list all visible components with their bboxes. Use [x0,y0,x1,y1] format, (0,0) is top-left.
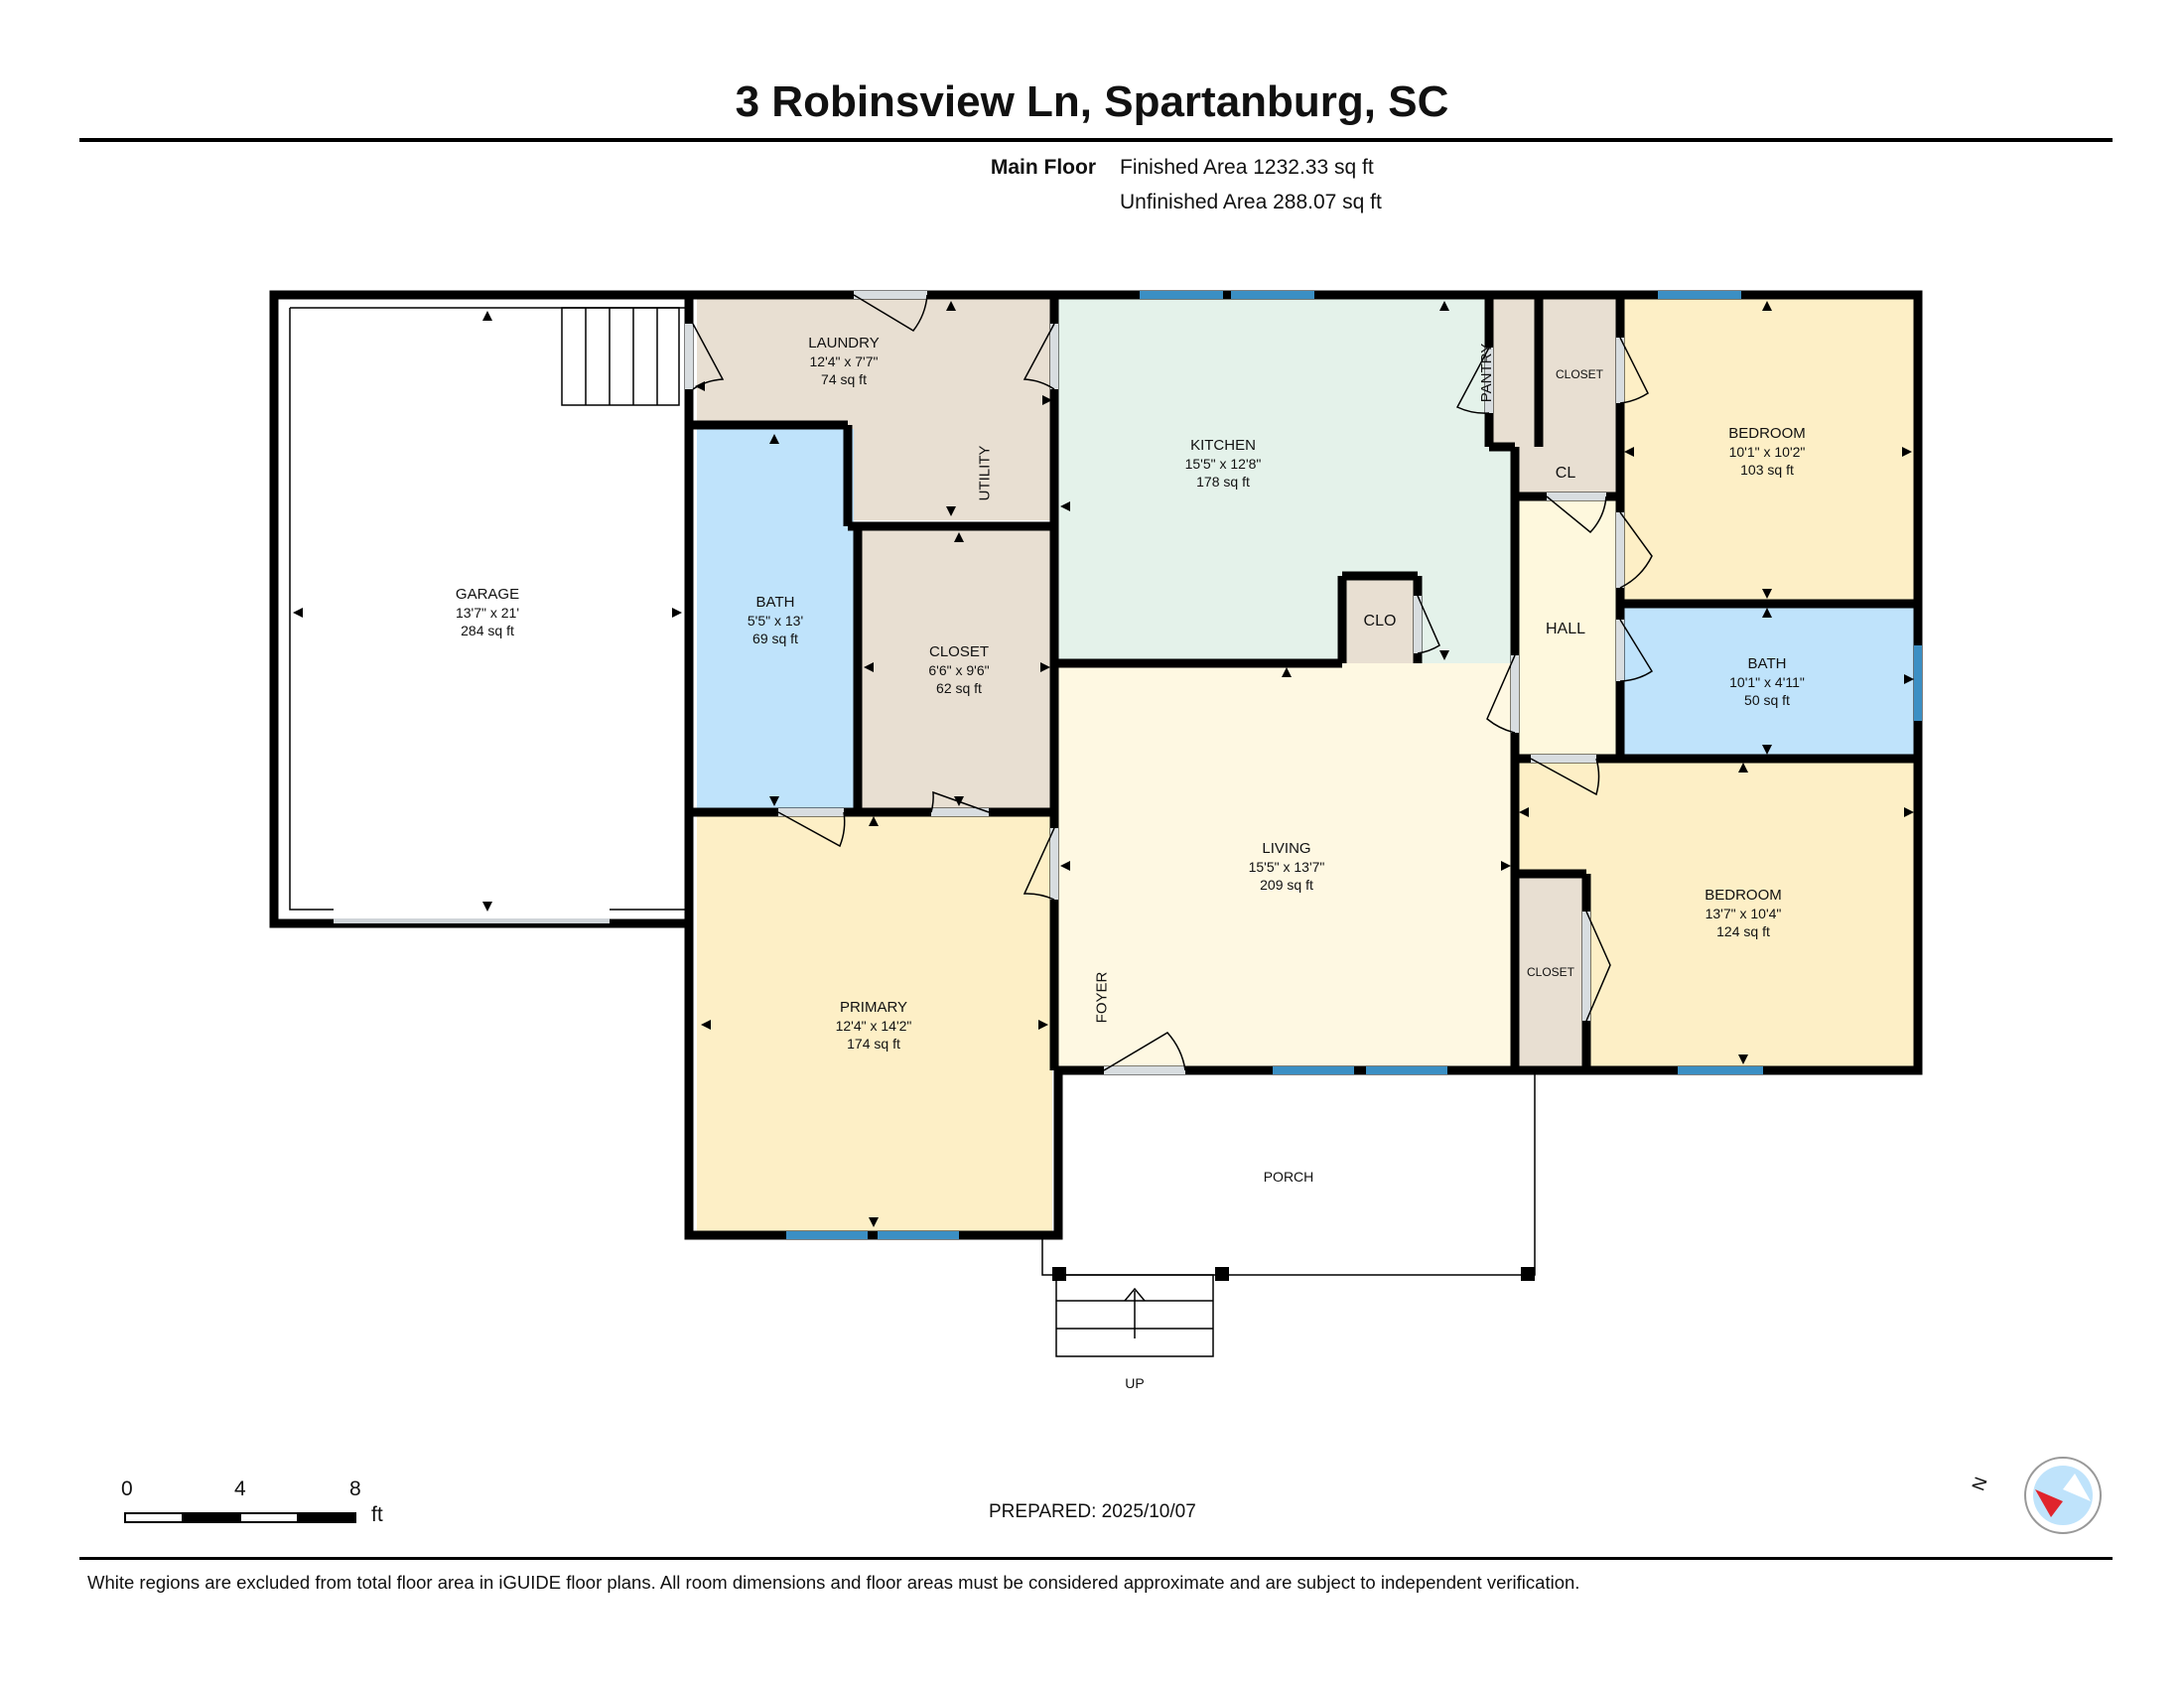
laundry-ext-fill [697,298,846,421]
porch-post [1052,1267,1066,1281]
scale-unit: ft [371,1503,383,1526]
window [1140,291,1223,299]
hall-fill [1515,496,1620,759]
page-title: 3 Robinsview Ln, Spartanburg, SC [735,77,1449,126]
floor-name: Main Floor [990,156,1096,179]
window [1658,291,1741,299]
room-clo: CLO [1363,613,1397,630]
room-utility: UTILITY [976,445,994,501]
unfinished-area: Unfinished Area 288.07 sq ft [1120,191,1382,213]
closet-mid-fill [862,526,1052,808]
bedroom-top-fill [1620,298,1918,604]
room-pantry: PANTRY [1477,343,1495,403]
window [1366,1066,1447,1074]
bath-left-fill [697,429,854,808]
kitchen-fill [1058,298,1515,663]
room-closet-top: CLOSET [1555,367,1604,381]
prepared-date: PREPARED: 2025/10/07 [989,1501,1196,1522]
window [1678,1066,1763,1074]
disclaimer: White regions are excluded from total fl… [87,1572,1580,1593]
header-divider [79,138,2113,142]
footer-divider [79,1557,2113,1560]
garage-door [334,918,610,923]
porch-post [1521,1267,1535,1281]
primary-fill [697,812,1052,1231]
clo-fill [1342,576,1418,663]
cl-fill [1515,447,1620,496]
closet-top-fill [1539,298,1620,447]
pantry-fill [1489,298,1539,447]
window [1914,645,1922,721]
closet-bottom-fill [1515,874,1586,1070]
room-foyer: FOYER [1093,971,1111,1024]
garage-stairs [561,307,680,406]
bath-right-fill [1620,604,1918,759]
porch-post [1215,1267,1229,1281]
finished-area: Finished Area 1232.33 sq ft [1120,156,1374,179]
room-cl: CL [1555,465,1576,482]
compass-icon [2024,1457,2102,1534]
porch-steps [1055,1274,1214,1357]
window [1231,291,1314,299]
porch-outline [1041,1070,1536,1276]
scale-bar [124,1512,356,1523]
room-hall: HALL [1545,621,1586,637]
scale-tick-8: 8 [349,1477,361,1500]
scale-tick-0: 0 [121,1477,133,1500]
room-closet-bottom: CLOSET [1526,965,1575,979]
room-porch: PORCH [1263,1169,1314,1185]
window [878,1231,959,1239]
living-fill [1058,663,1515,1070]
scale-tick-4: 4 [234,1477,246,1500]
stairs-up-label: UP [1125,1375,1145,1391]
window [786,1231,868,1239]
window [1273,1066,1354,1074]
